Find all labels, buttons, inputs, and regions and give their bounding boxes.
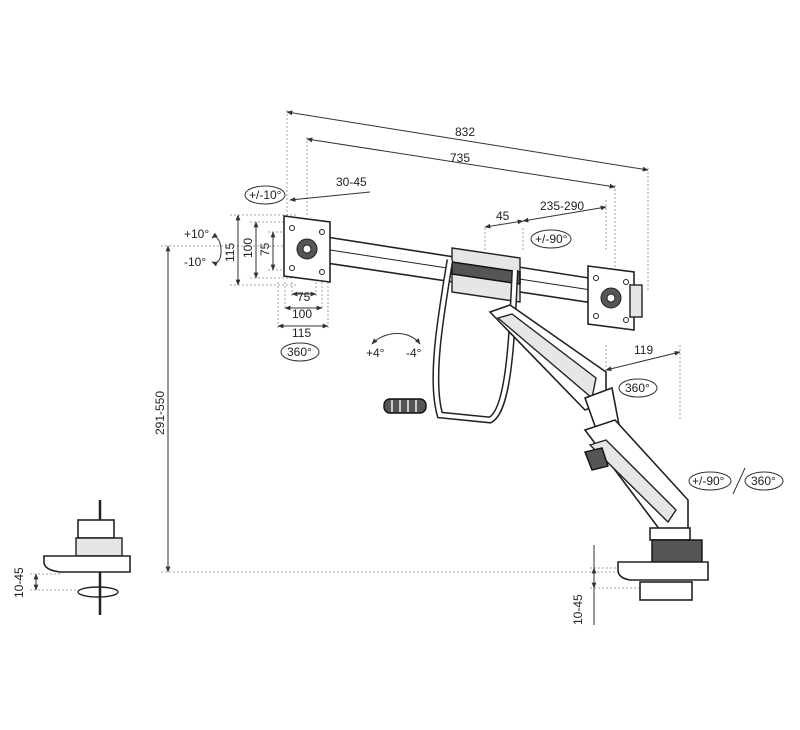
dim-h-100: 100 xyxy=(292,307,312,321)
rot-bar-minus: -4° xyxy=(406,346,422,360)
left-clamp-view xyxy=(43,500,131,615)
rotation-arrows xyxy=(211,232,421,345)
dim-clamp-right: 10-45 xyxy=(571,594,585,625)
dim-45: 45 xyxy=(496,209,510,223)
rot-base-360: 360° xyxy=(751,474,776,488)
dim-v-75: 75 xyxy=(258,242,272,256)
rot-tilt-down: -10° xyxy=(184,255,206,269)
rot-joint-360: 360° xyxy=(625,381,650,395)
dim-30-45: 30-45 xyxy=(336,175,367,189)
monitor-arm xyxy=(283,215,709,601)
dim-119: 119 xyxy=(634,343,653,357)
rot-plate-360: 360° xyxy=(287,345,312,359)
dim-235-290: 235-290 xyxy=(540,199,584,213)
dim-clamp-left: 10-45 xyxy=(12,567,26,598)
dim-v-100: 100 xyxy=(241,238,255,258)
dim-v-115: 115 xyxy=(223,243,237,262)
dimension-labels: 832 735 30-45 45 235-290 119 115 100 75 … xyxy=(12,125,653,625)
dimension-lines xyxy=(33,110,681,625)
rotation-labels: +/-10° +10° -10° 360° +/-90° +4° -4° 360… xyxy=(184,185,784,495)
dim-height: 291-550 xyxy=(153,391,167,435)
rot-bar: +/-90° xyxy=(535,232,568,246)
rot-bar-plus: +4° xyxy=(366,346,385,360)
dim-h-115: 115 xyxy=(292,326,311,340)
rot-arm-swing: +/-90° xyxy=(692,474,725,488)
dim-832: 832 xyxy=(455,125,475,139)
dim-735: 735 xyxy=(450,151,470,165)
dim-h-75: 75 xyxy=(297,290,311,304)
rot-tilt-up: +10° xyxy=(184,227,209,241)
rot-tilt-swivel: +/-10° xyxy=(249,188,282,202)
